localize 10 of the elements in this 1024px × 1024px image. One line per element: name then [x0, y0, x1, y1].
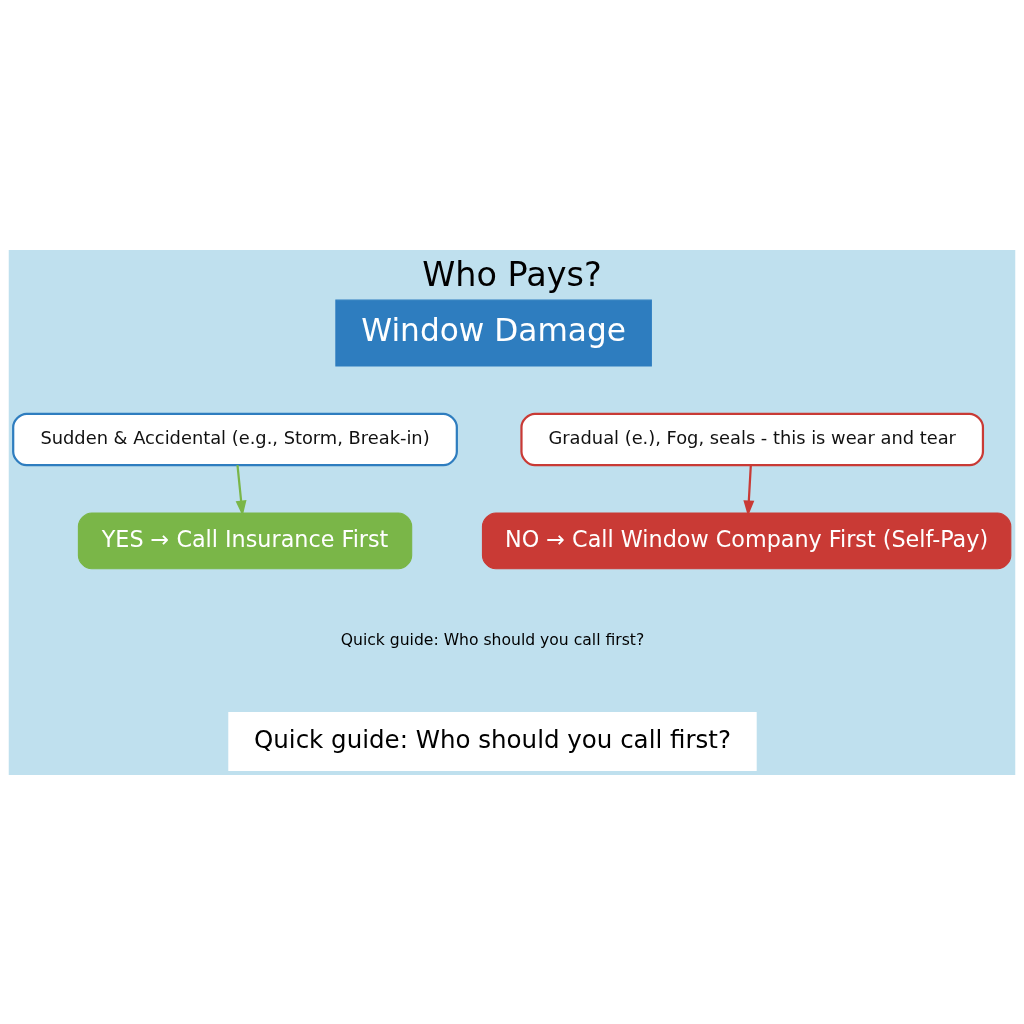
label: Window Damage	[361, 311, 626, 348]
arrow	[235, 464, 247, 516]
node-box: NO → Call Window Company First (Self-Pay)	[481, 512, 1012, 569]
node-box: Gradual (e.), Fog, seals - this is wear and tear	[520, 412, 985, 466]
node-box: Sudden & Accidental (e.g., Storm, Break-in)	[12, 412, 458, 466]
label: Quick guide: Who should you call first?	[254, 724, 731, 754]
node-box: YES → Call Insurance First	[77, 512, 413, 569]
label: Quick guide: Who should you call first?	[340, 630, 645, 649]
arrow	[743, 464, 755, 516]
diagram-title: Who Pays?	[422, 254, 602, 294]
